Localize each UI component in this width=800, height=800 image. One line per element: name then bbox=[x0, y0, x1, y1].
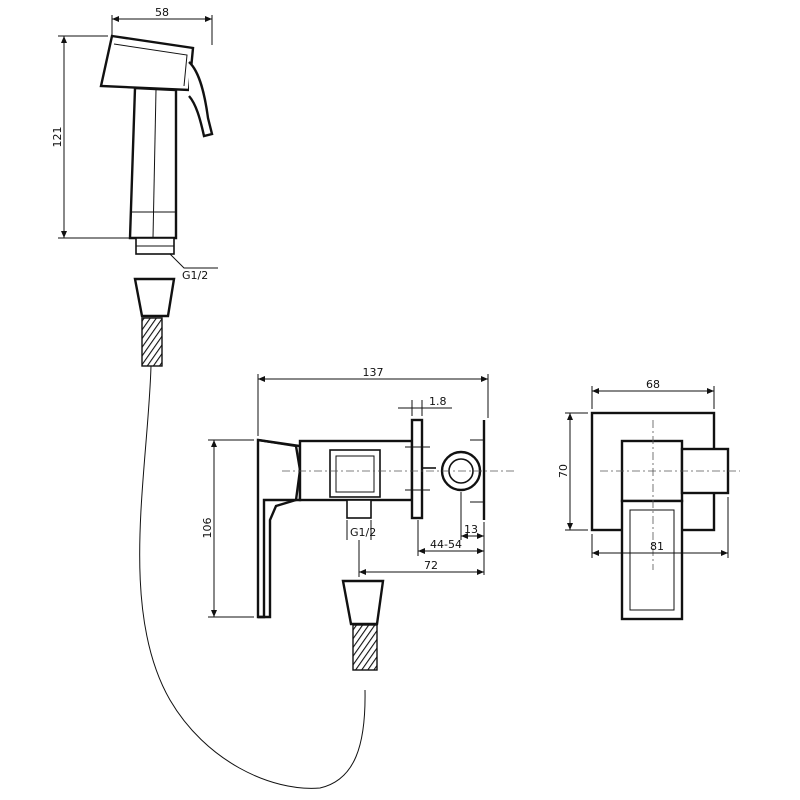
dim-label-valve-height: 106 bbox=[201, 518, 214, 539]
valve-outlet-inner bbox=[335, 455, 375, 493]
valve-side-view: 68 70 81 bbox=[557, 378, 740, 621]
dim-label-side-width: 68 bbox=[646, 378, 660, 391]
dim-label-side-height: 70 bbox=[557, 464, 570, 478]
dim-label-plate-thickness: 1.8 bbox=[429, 395, 447, 408]
valve-handle-plate bbox=[256, 438, 302, 619]
dim-label-side-depth: 81 bbox=[650, 540, 664, 553]
side-handle-inner bbox=[629, 509, 675, 611]
hose-line bbox=[139, 365, 366, 789]
hose-braid-bottom bbox=[352, 624, 378, 671]
hose-connector-top bbox=[133, 277, 176, 318]
sprayer-trigger bbox=[188, 61, 214, 138]
label-outlet-thread: G1/2 bbox=[350, 526, 376, 539]
hand-sprayer: 58 121 G1/2 bbox=[51, 6, 218, 282]
dim-label-wall-range: 44-54 bbox=[430, 538, 462, 551]
valve-lever bbox=[257, 438, 302, 619]
sprayer-head-inner-edge bbox=[113, 43, 188, 87]
sprayer-handle-edge bbox=[152, 89, 157, 239]
dim-label-sprayer-width: 58 bbox=[155, 6, 169, 19]
valve-outlet-box bbox=[329, 449, 381, 498]
hose-connector-bottom bbox=[341, 579, 385, 626]
valve-front-view: 137 1.8 106 G1/2 13 44-54 72 bbox=[201, 366, 514, 619]
sprayer-handle bbox=[128, 86, 178, 240]
valve-flange bbox=[410, 418, 424, 520]
dim-label-valve-length: 137 bbox=[363, 366, 384, 379]
dim-label-wall-nut: 13 bbox=[464, 523, 478, 536]
hose-braid-top bbox=[141, 317, 163, 367]
side-handle bbox=[620, 499, 684, 621]
dim-label-sprayer-height: 121 bbox=[51, 127, 64, 148]
label-sprayer-thread: G1/2 bbox=[182, 269, 208, 282]
dim-label-outlet-offset: 72 bbox=[424, 559, 438, 572]
side-outlet bbox=[680, 447, 730, 495]
leader-sprayer-thread bbox=[169, 253, 218, 269]
valve-outlet-stub bbox=[346, 499, 372, 519]
hose bbox=[133, 277, 385, 789]
